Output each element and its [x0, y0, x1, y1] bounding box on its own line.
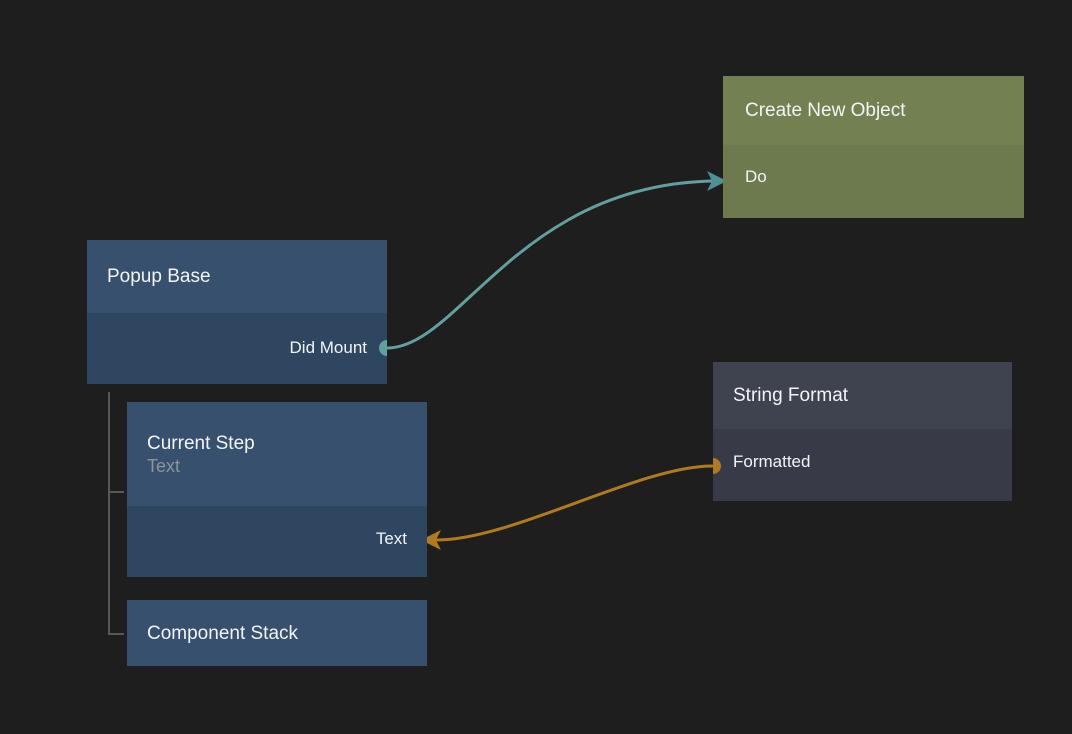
- node-title: Current Step: [147, 432, 255, 454]
- port-label-do: Do: [745, 167, 767, 186]
- node-header[interactable]: Create New Object: [723, 76, 1024, 145]
- node-body[interactable]: Formatted: [713, 429, 1012, 501]
- node-popup-base[interactable]: Popup Base Did Mount: [87, 240, 387, 384]
- node-string-format[interactable]: String Format Formatted: [713, 362, 1012, 501]
- port-label-did-mount: Did Mount: [289, 338, 367, 357]
- node-title: Popup Base: [107, 266, 211, 287]
- node-title: String Format: [733, 385, 849, 406]
- exec-edge-path: [385, 179, 721, 350]
- node-header[interactable]: Popup Base: [87, 240, 387, 313]
- data-edge-path: [435, 464, 714, 542]
- port-row-did-mount[interactable]: Did Mount: [290, 338, 367, 358]
- port-label-formatted: Formatted: [733, 452, 811, 471]
- port-dot-formatted[interactable]: [713, 458, 721, 474]
- port-row-formatted[interactable]: Formatted: [733, 452, 810, 472]
- port-row-text[interactable]: Text: [376, 529, 407, 549]
- node-header[interactable]: Component Stack: [127, 600, 427, 666]
- port-dot-did-mount[interactable]: [379, 340, 387, 356]
- tree-line-vertical: [108, 392, 110, 635]
- node-body[interactable]: Do: [723, 145, 1024, 218]
- tree-line-branch-component-stack: [108, 633, 124, 635]
- node-header[interactable]: Current Step Text: [127, 402, 427, 506]
- port-label-text: Text: [375, 529, 407, 548]
- node-subtitle: Text: [147, 455, 181, 476]
- node-create-new-object[interactable]: Create New Object Do: [723, 76, 1024, 218]
- node-header[interactable]: String Format: [713, 362, 1012, 429]
- node-component-stack[interactable]: Component Stack: [127, 600, 427, 666]
- port-row-do[interactable]: Do: [745, 167, 767, 187]
- node-title: Component Stack: [147, 622, 299, 644]
- node-body[interactable]: Text: [127, 506, 427, 577]
- node-title: Create New Object: [745, 100, 906, 121]
- tree-line-branch-current-step: [108, 491, 124, 493]
- node-body[interactable]: Did Mount: [87, 313, 387, 384]
- node-current-step[interactable]: Current Step Text Text: [127, 402, 427, 577]
